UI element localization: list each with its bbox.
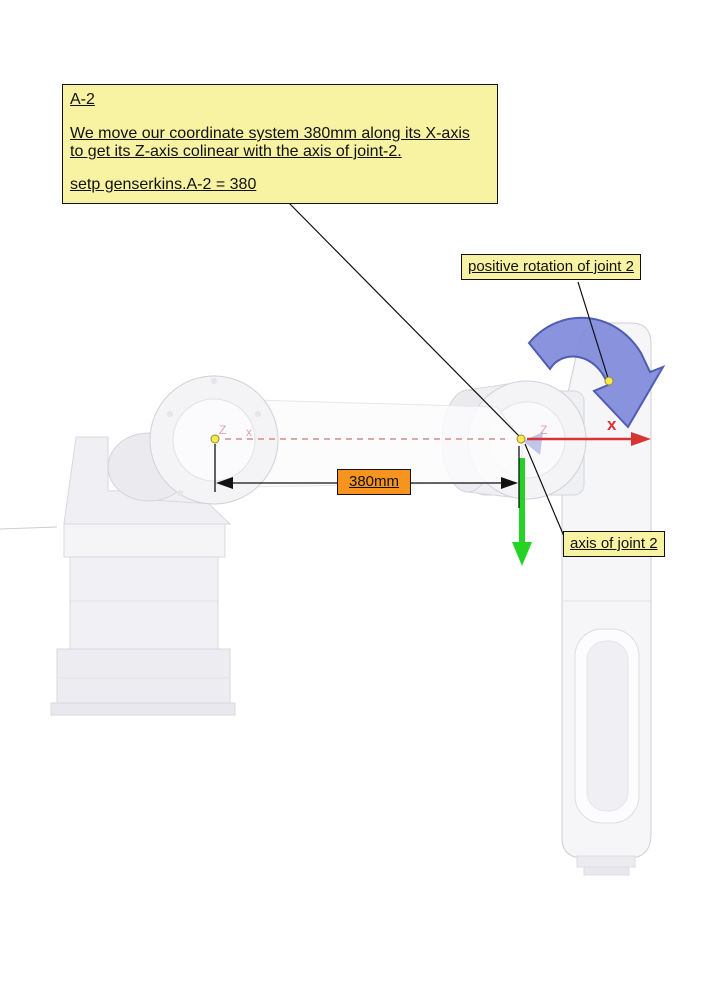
y-axis-arrow [512,458,532,566]
stray-edge-line [0,526,58,530]
x-axis-label: x [607,415,617,434]
a2-note-command: setp genserkins.A-2 = 380 [70,176,257,193]
rotation-marker-dot [604,376,614,386]
origin-dot-joint2 [516,434,526,444]
a2-note-title: A-2 [70,91,95,108]
positive-rotation-label: positive rotation of joint 2 [461,254,641,280]
rotation-leader-line [577,281,609,379]
rotation-arrow [527,316,666,429]
leader-lines [286,200,609,542]
x-axis-arrow [527,432,651,446]
a2-note-body-line1: We move our coordinate system 380mm alon… [70,125,470,142]
a2-leader-line [286,200,521,438]
origin-markers [210,376,614,444]
robot-base [50,436,236,716]
dimension-380mm-label: 380mm [337,469,412,495]
a2-note-body-line2: to get its Z-axis colinear with the axis… [70,143,402,160]
axis-of-joint-2-label: axis of joint 2 [563,531,665,557]
axis-leader-line [524,443,567,542]
origin-dot-joint1 [210,434,220,444]
x-axis-glyph-left: x [246,425,252,439]
a2-note-box: A-2 We move our coordinate system 380mm … [62,84,498,204]
z-axis-glyph-right: Z [540,423,548,437]
z-axis-glyph-left: Z [219,423,227,437]
